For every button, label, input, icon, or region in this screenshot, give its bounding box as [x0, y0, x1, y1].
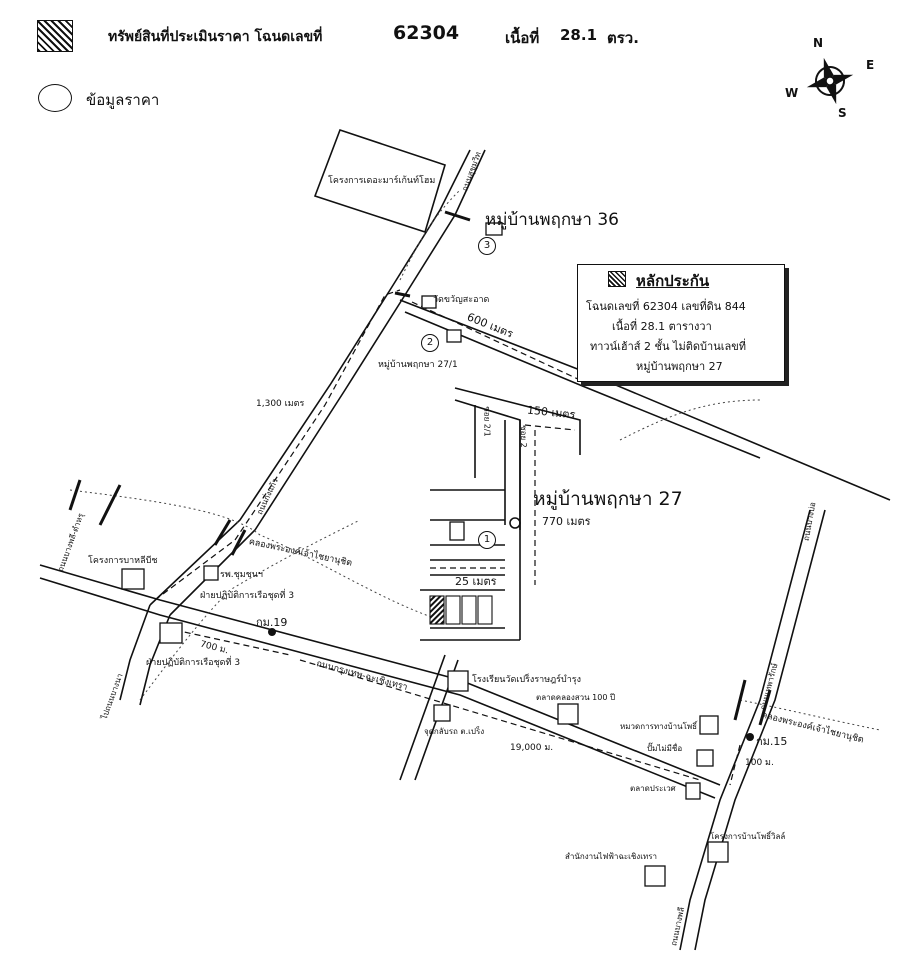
- compass-w: W: [785, 86, 799, 100]
- label-temple: วัดขวัญสะอาด: [433, 295, 490, 305]
- price-point-1: 1: [478, 531, 496, 549]
- label-electric: สำนักงานไฟฟ้าฉะเชิงเทรา: [565, 852, 658, 861]
- collateral-hatch-icon: [608, 271, 626, 287]
- collateral-box: หลักประกัน โฉนดเลขที่ 62304 เลขที่ดิน 84…: [577, 264, 785, 382]
- label-village27-1: หมู่บ้านพฤกษา 27/1: [378, 360, 458, 370]
- label-navy3b: ฝ่ายปฏิบัติการเรือชุดที่ 3: [146, 658, 241, 668]
- legend-hatched-swatch: [37, 20, 73, 52]
- label-dist-100: 100 ม.: [745, 758, 774, 768]
- compass-icon: N E S W: [780, 36, 880, 126]
- legend-circle-icon: [38, 84, 72, 112]
- compass-e: E: [866, 58, 875, 72]
- collateral-title: หลักประกัน: [636, 272, 710, 290]
- label-dist-770: 770 เมตร: [542, 515, 591, 528]
- label-thachip: โครงการบาหลีบีช: [88, 556, 158, 566]
- label-market-project: โครงการเดอะมาร์เก้นท์โฮม: [328, 176, 436, 186]
- label-soi-21: ซอย 2/1: [482, 406, 492, 437]
- label-bophi-ville: โครงการบ้านโพธิ์วิลล์: [710, 832, 786, 841]
- label-soi-2: ซอย 2: [518, 425, 528, 448]
- price-point-2: 2: [421, 334, 439, 352]
- label-km15: กม.15: [756, 735, 788, 748]
- label-village36: หมู่บ้านพฤกษา 36: [485, 210, 619, 230]
- deed-number: 62304: [393, 22, 460, 44]
- label-pret: จุดกลับรถ ต.เปร็ง: [424, 727, 485, 736]
- collateral-line4: หมู่บ้านพฤกษา 27: [636, 360, 723, 373]
- label-hospital: รพ.ชุมชนฯ: [220, 570, 263, 580]
- collateral-line2: เนื้อที่ 28.1 ตารางวา: [612, 320, 712, 333]
- label-village-bophi: หมวดการทางบ้านโพธิ์: [620, 722, 698, 731]
- subject-label: ทรัพย์สินที่ประเมินราคา โฉนดเลขที่: [108, 29, 323, 45]
- label-km19: กม.19: [256, 616, 288, 629]
- compass-s: S: [838, 106, 847, 120]
- compass-n: N: [813, 36, 824, 50]
- label-village27: หมู่บ้านพฤกษา 27: [533, 488, 683, 510]
- label-market100: ตลาดคลองสวน 100 ปี: [536, 693, 616, 702]
- price-data-label: ข้อมูลราคา: [86, 91, 160, 109]
- collateral-line1: โฉนดเลขที่ 62304 เลขที่ดิน 844: [586, 300, 746, 313]
- collateral-line3: ทาวน์เฮ้าส์ 2 ชั้น ไม่ติดบ้านเลขที่: [590, 340, 746, 353]
- label-dist-25: 25 เมตร: [455, 575, 497, 588]
- label-dist-1300: 1,300 เมตร: [256, 399, 305, 409]
- label-prawet-market: ตลาดประเวศ: [630, 784, 676, 793]
- price-point-3: 3: [478, 237, 496, 255]
- label-school: โรงเรียนวัดเปร็งราษฎร์บำรุง: [472, 675, 582, 685]
- area-unit: ตรว.: [607, 29, 639, 47]
- area-label: เนื้อที่: [505, 29, 540, 47]
- label-fire: ปั๊มไม่มีชื่อ: [647, 744, 683, 753]
- label-navy3a: ฝ่ายปฏิบัติการเรือชุดที่ 3: [200, 591, 295, 601]
- label-dist-19000: 19,000 ม.: [510, 743, 554, 753]
- area-value: 28.1: [560, 26, 598, 44]
